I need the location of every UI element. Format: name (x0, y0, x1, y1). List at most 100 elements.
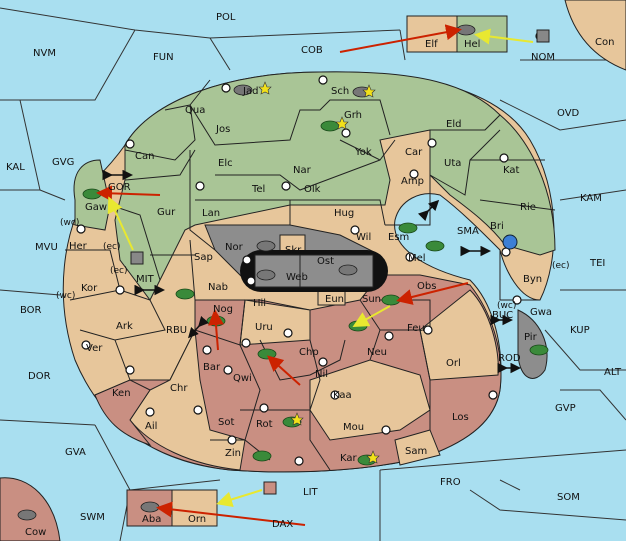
land-label-zin: Zin (225, 448, 241, 459)
region-ken[interactable] (94, 379, 152, 447)
coast-markers: (wc) (ec) (ec) (wc) (ec) (wc) (56, 218, 570, 311)
land-label-her: Her (69, 241, 88, 252)
land-label-byn: Byn (523, 274, 542, 285)
sea-label-gor: GOR (108, 182, 131, 193)
sea-label-sma: SMA (457, 226, 479, 237)
convoy-arrow-icon (339, 24, 462, 53)
sea-label-swm: SWM (80, 512, 105, 523)
land-label-esm: Esm (388, 232, 409, 243)
supply-center-icon (318, 75, 328, 85)
star-icon (366, 450, 380, 464)
army-icon (536, 29, 550, 43)
land-label-jad: Jad (242, 86, 258, 97)
land-label-olk: Olk (304, 184, 321, 195)
land-label-gwa: Gwa (530, 307, 552, 318)
supply-center-icon (381, 425, 391, 435)
land-label-eld: Eld (446, 119, 461, 130)
land-label-amp: Amp (401, 176, 424, 187)
land-label-bar: Bar (203, 362, 221, 373)
convoy-arrow-icon (107, 196, 134, 251)
land-label-aba: Aba (142, 514, 161, 525)
sea-label-bor: BOR (20, 305, 42, 316)
convoy-arrow-icon (216, 489, 263, 508)
sea-label-kup: KUP (570, 325, 590, 336)
land-label-yok: Yok (354, 147, 372, 158)
army-icon (381, 294, 401, 306)
land-label-sch: Sch (331, 86, 349, 97)
sea-label-nvm: NVM (33, 48, 56, 59)
land-label-obs: Obs (417, 281, 436, 292)
supply-center-icon (499, 153, 509, 163)
land-label-car: Car (405, 147, 423, 158)
land-label-kaa: Kaa (333, 390, 352, 401)
supply-center-icon (193, 405, 203, 415)
supply-center-icon (81, 340, 91, 350)
land-label-los: Los (452, 412, 469, 423)
units (17, 24, 550, 521)
sea-label-gva: GVA (65, 447, 86, 458)
land-label-rot: Rot (256, 419, 273, 430)
supply-center-icon (246, 276, 256, 286)
zone-east-green (429, 114, 556, 256)
sea-label-mit: MIT (136, 274, 155, 285)
coast-marker: (wc) (56, 291, 75, 301)
land-label-sun: Sun (362, 294, 381, 305)
land-label-elc: Elc (218, 158, 233, 169)
army-icon (263, 481, 277, 495)
coast-marker: (ec) (103, 242, 121, 252)
coast-marker: (ec) (110, 266, 128, 276)
sea-label-alt: ALT (604, 367, 622, 378)
land-label-gaw: Gaw (85, 202, 107, 213)
region-orn[interactable] (171, 489, 218, 527)
supply-center-icon (318, 357, 328, 367)
land-label-lan: Lan (202, 208, 220, 219)
land-label-feu: Feu (407, 323, 425, 334)
region-kaa (309, 359, 431, 441)
army-icon (398, 222, 418, 234)
sea-label-rod: ROD (498, 353, 521, 364)
army-icon (82, 188, 102, 200)
army-icon (257, 348, 277, 360)
star-icon (258, 81, 272, 95)
sea-label-tei: TEI (589, 258, 605, 269)
land-label-chp: Chp (299, 347, 319, 358)
region-sam (394, 429, 441, 466)
land-label-kat: Kat (503, 165, 520, 176)
sea-label-ovd: OVD (557, 108, 580, 119)
land-label-ver: Ver (86, 343, 103, 354)
land-label-eun: Eun (325, 294, 344, 305)
army-icon (130, 251, 144, 265)
army-icon (175, 288, 195, 300)
land-label-hil: Hil (253, 298, 266, 309)
supply-center-icon (423, 325, 433, 335)
supply-center-icon (294, 456, 304, 466)
fleet-icon (456, 24, 476, 36)
land-label-nar: Nar (293, 165, 312, 176)
sea-label-lit: LIT (303, 487, 319, 498)
supply-center-icon (341, 128, 351, 138)
supply-center-icon (330, 390, 340, 400)
land-label-bri: Bri (490, 221, 504, 232)
land-label-cow: Cow (25, 527, 46, 538)
supply-center-icon (221, 83, 231, 93)
supply-center-icon (125, 365, 135, 375)
zone-north-green (114, 71, 501, 301)
sea-labels: POL NVM FUN COB NOM Con OVD KAL GVG GOR … (6, 12, 622, 530)
army-icon (348, 320, 368, 332)
land-label-hel: Hel (464, 39, 480, 50)
sea-label-pol: POL (216, 12, 236, 23)
land-label-rie: Rie (520, 202, 536, 213)
land-label-pir: Pir (524, 332, 538, 343)
sea-label-gvp: GVP (555, 403, 576, 414)
convoy-arrow-icon (96, 185, 161, 202)
supply-center-icon (259, 403, 269, 413)
land-label-sap: Sap (194, 252, 213, 263)
supply-center-icon (405, 252, 415, 262)
sea-label-cob: COB (301, 45, 323, 56)
land-label-orl: Orl (446, 358, 461, 369)
land-label-tel: Tel (251, 184, 265, 195)
strait-markers (102, 169, 521, 374)
convoy-arrow-icon (156, 501, 306, 526)
